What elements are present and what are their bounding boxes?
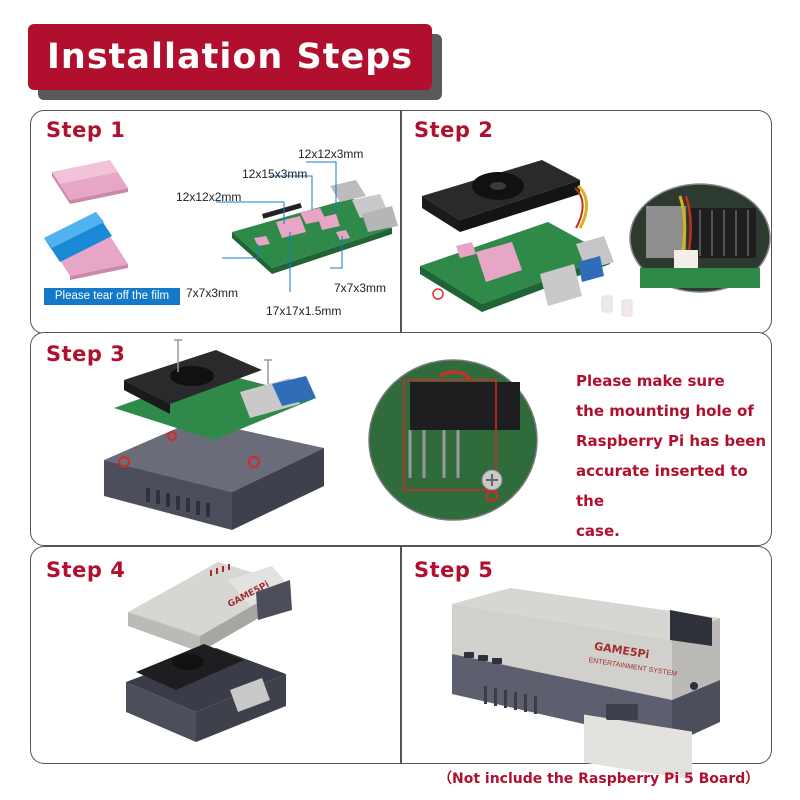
step-3-title: Step 3 — [46, 342, 126, 366]
panel-divider-4-5 — [400, 546, 402, 764]
step-4-title: Step 4 — [46, 558, 126, 582]
note-line: accurate inserted to the — [576, 462, 748, 510]
panel-divider-1-2 — [400, 110, 402, 334]
note-line: the mounting hole of — [576, 402, 754, 420]
note-line: case. — [576, 522, 620, 540]
pad-label-12x12x3: 12x12x3mm — [298, 147, 364, 161]
panel-step2 — [400, 110, 772, 334]
page-title: Installation Steps — [46, 37, 414, 77]
pad-label-7x7x3-right: 7x7x3mm — [334, 281, 387, 295]
film-instruction-label: Please tear off the film — [44, 288, 180, 305]
step-1-title: Step 1 — [46, 118, 126, 142]
footer-note: （Not include the Raspberry Pi 5 Board） — [438, 771, 760, 787]
note-line: Please make sure — [576, 372, 725, 390]
pad-label-12x12x2: 12x12x2mm — [176, 190, 242, 204]
note-line: Raspberry Pi has been — [576, 432, 767, 450]
title-banner: Installation Steps — [28, 24, 432, 90]
step-5-title: Step 5 — [414, 558, 494, 582]
pad-label-7x7x3-left: 7x7x3mm — [186, 286, 239, 300]
mounting-note: Please make sure the mounting hole of Ra… — [576, 366, 776, 546]
pad-label-17x17x1.5: 17x17x1.5mm — [266, 304, 342, 318]
pad-label-12x15x3: 12x15x3mm — [242, 167, 308, 181]
step-2-title: Step 2 — [414, 118, 494, 142]
